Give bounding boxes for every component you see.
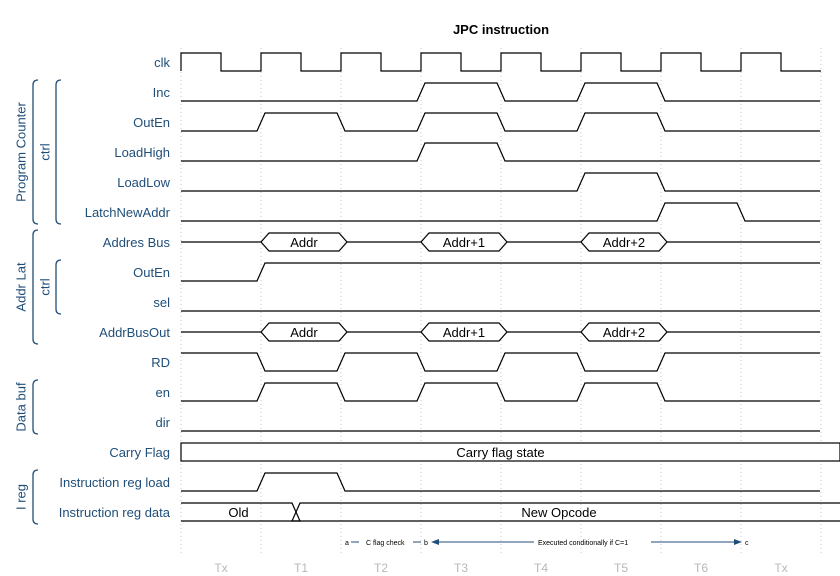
digital-wave xyxy=(181,382,820,402)
signal-label-en: en xyxy=(156,385,170,400)
signal-label-addrbusout: AddrBusOut xyxy=(99,325,170,340)
trace-instruction-reg-load xyxy=(181,472,820,492)
signal-label-sel: sel xyxy=(153,295,170,310)
phase-label-t5: T5 xyxy=(614,561,628,575)
signal-label-rd: RD xyxy=(151,355,170,370)
bus-value-addr: Addr xyxy=(290,325,318,340)
annotation-b: b xyxy=(424,540,428,547)
phase-label-t3: T3 xyxy=(454,561,468,575)
signal-label-loadlow: LoadLow xyxy=(117,175,170,190)
trace-loadhigh xyxy=(181,142,820,162)
trace-loadlow xyxy=(181,172,820,192)
diagram-title: JPC instruction xyxy=(453,22,549,37)
bus-segment xyxy=(580,322,668,342)
phase-gridlines xyxy=(180,48,822,556)
digital-wave xyxy=(181,202,820,222)
trace-latchnewaddr xyxy=(181,202,820,222)
group-label-i-reg: I reg xyxy=(13,484,28,510)
group-bracket xyxy=(55,259,62,315)
signal-label-addres-bus: Addres Bus xyxy=(103,235,171,250)
split-left-text: Old xyxy=(228,505,248,520)
signal-label-dir: dir xyxy=(156,415,171,430)
phase-label-t6: T6 xyxy=(694,561,708,575)
group-bracket xyxy=(32,79,39,225)
digital-wave xyxy=(181,472,820,492)
signal-label-clk: clk xyxy=(154,55,170,70)
phase-label-t2: T2 xyxy=(374,561,388,575)
digital-wave xyxy=(181,82,820,102)
group-label-ctrl: ctrl xyxy=(37,278,52,295)
bus-value-addr: Addr xyxy=(290,235,318,250)
annotation-arrowhead-right xyxy=(734,539,742,545)
group-bracket xyxy=(32,229,39,345)
signal-label-loadhigh: LoadHigh xyxy=(114,145,170,160)
bus-value-addr-2: Addr+2 xyxy=(603,235,645,250)
bus-value-addr-2: Addr+2 xyxy=(603,325,645,340)
bus-segment xyxy=(260,232,348,252)
annotation-a: a xyxy=(345,540,349,547)
digital-wave xyxy=(181,112,820,132)
data-band xyxy=(180,442,840,462)
trace-inc xyxy=(181,82,820,102)
group-label-addr-lat: Addr Lat xyxy=(13,262,28,312)
clock-wave xyxy=(180,52,821,72)
group-bracket xyxy=(32,469,39,525)
group-label-data-buf: Data buf xyxy=(13,382,28,432)
trace-clk xyxy=(180,52,821,72)
trace-en xyxy=(181,382,820,402)
bus-segment xyxy=(580,232,668,252)
bus-value-addr-1: Addr+1 xyxy=(443,235,485,250)
signal-labels: clkIncOutEnLoadHighLoadLowLatchNewAddrAd… xyxy=(59,55,171,520)
annotation-arrowhead-left xyxy=(431,539,439,545)
signal-label-instruction-reg-data: Instruction reg data xyxy=(59,505,171,520)
trace-addrbusout: Addr Addr+1 Addr+2 xyxy=(181,322,820,342)
annotation-conditional: Executed conditionally if C=1 xyxy=(538,540,628,547)
digital-wave xyxy=(181,352,820,372)
split-right-band xyxy=(291,502,840,522)
signal-label-inc: Inc xyxy=(153,85,171,100)
bus-segment xyxy=(420,232,508,252)
group-label-program-counter: Program Counter xyxy=(13,101,28,201)
group-bracket xyxy=(32,379,39,435)
annotation-c-flag-check: C flag check xyxy=(366,540,405,547)
group-label-ctrl: ctrl xyxy=(37,143,52,160)
digital-wave xyxy=(181,262,820,282)
digital-wave xyxy=(181,142,820,162)
trace-outen xyxy=(181,112,820,132)
trace-outen xyxy=(181,262,820,282)
trace-addres-bus: Addr Addr+1 Addr+2 xyxy=(181,232,820,252)
digital-wave xyxy=(181,172,820,192)
phase-label-t1: T1 xyxy=(294,561,308,575)
signal-label-carry-flag: Carry Flag xyxy=(109,445,170,460)
phase-labels: Tx T1 T2 T3 T4 T5 T6 Tx xyxy=(214,561,787,575)
signal-label-instruction-reg-load: Instruction reg load xyxy=(59,475,170,490)
bus-value-addr-1: Addr+1 xyxy=(443,325,485,340)
phase-label-tx: Tx xyxy=(214,561,227,575)
execution-annotations: a C flag check b Executed conditionally … xyxy=(345,539,749,547)
trace-carry-flag: Carry flag state xyxy=(180,442,840,462)
signal-label-latchnewaddr: LatchNewAddr xyxy=(85,205,171,220)
bus-segment xyxy=(420,322,508,342)
group-bracket xyxy=(55,79,62,225)
split-right-text: New Opcode xyxy=(521,505,596,520)
bus-segment xyxy=(260,322,348,342)
signal-label-outen: OutEn xyxy=(133,265,170,280)
phase-label-tx: Tx xyxy=(774,561,787,575)
annotation-c: c xyxy=(745,540,749,547)
trace-rd xyxy=(181,352,820,372)
signal-label-outen: OutEn xyxy=(133,115,170,130)
phase-label-t4: T4 xyxy=(534,561,548,575)
data-band-text: Carry flag state xyxy=(456,445,544,460)
trace-instruction-reg-data: Old New Opcode xyxy=(181,502,840,522)
